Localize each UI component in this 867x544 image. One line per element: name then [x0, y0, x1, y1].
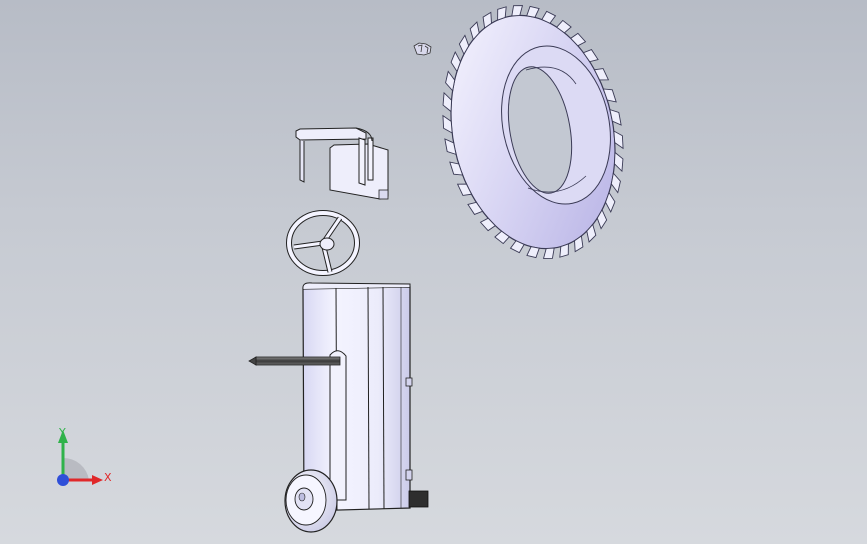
- tire-lug: [596, 208, 608, 230]
- tire-lug: [593, 68, 610, 81]
- tire-lug: [602, 88, 617, 103]
- y-axis-label: Y: [58, 426, 66, 439]
- tire-lug: [497, 6, 507, 21]
- control-lever-part[interactable]: [248, 356, 341, 366]
- tire-lug: [541, 10, 557, 24]
- steering-wheel-part[interactable]: [286, 210, 360, 276]
- tire-lug: [613, 130, 624, 150]
- tire-lug: [469, 21, 480, 41]
- tire-lug: [511, 5, 524, 17]
- tire-lug: [445, 70, 456, 92]
- tire-lug: [442, 91, 453, 113]
- front-wheel-part[interactable]: [284, 469, 338, 533]
- tractor-tire-part[interactable]: [430, 0, 636, 264]
- tire-lug: [442, 114, 453, 134]
- tire-lug: [570, 32, 587, 47]
- tractor-body-part[interactable]: [302, 282, 429, 512]
- tire-lug: [494, 230, 510, 245]
- tire-lug: [467, 201, 484, 215]
- z-axis-marker: [57, 474, 69, 486]
- tire-lug: [509, 240, 525, 254]
- seat-bracket-part[interactable]: [295, 127, 389, 200]
- tire-lug: [458, 34, 470, 56]
- tire-lug: [542, 247, 555, 259]
- tire-lug: [479, 217, 496, 232]
- tire-lug: [526, 246, 540, 259]
- tire-lug: [574, 235, 584, 253]
- tire-lug: [582, 49, 599, 63]
- tire-lug: [556, 19, 572, 34]
- tire-lug: [526, 5, 540, 18]
- tire-lug: [605, 191, 616, 214]
- tire-lug: [559, 243, 569, 258]
- small-clip-part[interactable]: [413, 42, 432, 56]
- tire-lug: [450, 50, 461, 73]
- tire-lug: [449, 161, 464, 176]
- x-axis-label: X: [104, 471, 112, 484]
- tire-lug: [613, 151, 624, 173]
- tire-lug: [482, 11, 492, 29]
- tire-lug: [586, 223, 597, 243]
- tire-lug: [610, 172, 621, 194]
- tire-lug: [609, 108, 622, 126]
- tire-lug: [456, 183, 473, 196]
- coordinate-triad: Y X: [57, 426, 112, 486]
- tire-lug: [444, 138, 457, 156]
